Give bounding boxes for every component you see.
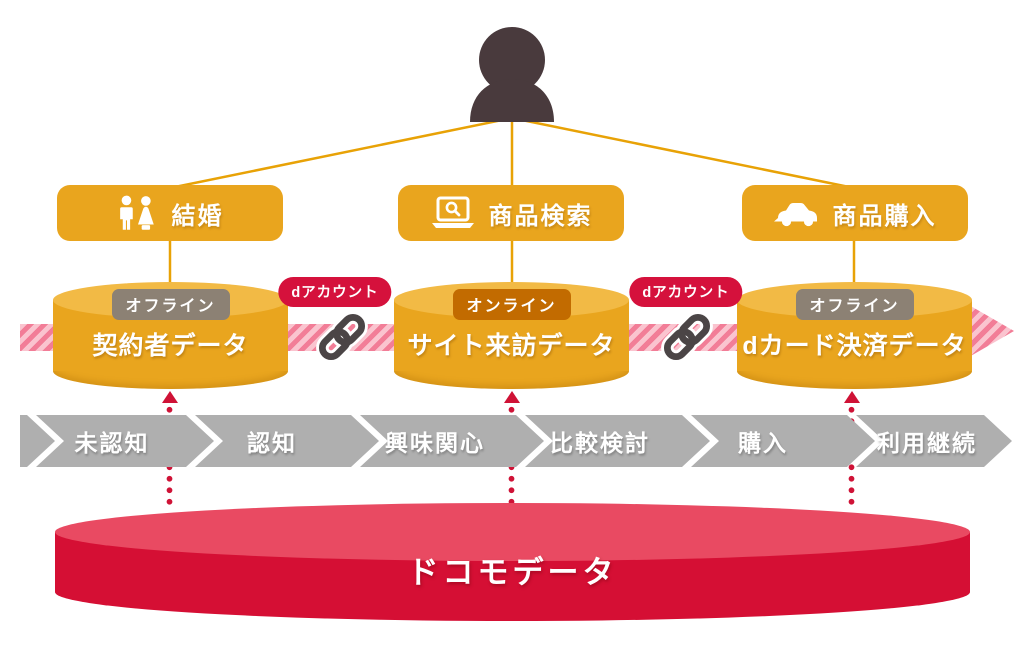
dotted-arrow-tip bbox=[162, 391, 178, 403]
laptop-search-icon bbox=[431, 196, 474, 228]
dotted-arrow-tip bbox=[504, 391, 520, 403]
touchpoint-label: 商品購入 bbox=[832, 202, 937, 230]
person-icon bbox=[470, 27, 554, 122]
cylinder-top bbox=[55, 503, 970, 561]
funnel-step-label: 比較検討 bbox=[550, 430, 650, 456]
datastore-label: サイト来訪データ bbox=[407, 332, 616, 360]
touchpoint-product-search: 商品検索 bbox=[398, 185, 624, 241]
status-badge: オフライン bbox=[111, 289, 230, 320]
dotted-arrow-tip bbox=[844, 391, 860, 403]
touchpoint-label: 商品検索 bbox=[488, 202, 593, 230]
datastore-contractor-data: オフライン 契約者データ bbox=[53, 282, 288, 389]
datastore-label: dカード決済データ bbox=[742, 332, 967, 360]
funnel-step-label: 興味関心 bbox=[385, 430, 485, 456]
chain-link-icon bbox=[661, 311, 713, 363]
funnel-steps: 未認知 認知 興味関心 比較検討 購入 利用継続 bbox=[0, 415, 1024, 467]
chevron-shapes bbox=[20, 415, 1012, 467]
touchpoint-product-purchase: 商品購入 bbox=[742, 185, 968, 241]
wedding-couple-icon bbox=[119, 195, 154, 230]
datastore-label: 契約者データ bbox=[92, 332, 249, 360]
daccount-badge: dアカウント bbox=[629, 277, 743, 307]
car-icon bbox=[773, 202, 817, 226]
datastore-dcard-payment-data: オフライン dカード決済データ bbox=[737, 282, 972, 389]
touchpoint-label: 結婚 bbox=[171, 202, 224, 230]
funnel-step-label: 認知 bbox=[247, 430, 297, 456]
touchpoint-marriage: 結婚 bbox=[57, 185, 283, 241]
funnel-step-label: 未認知 bbox=[74, 430, 150, 456]
chain-link-icon bbox=[316, 311, 368, 363]
status-badge: オフライン bbox=[795, 289, 914, 320]
docomo-data-label: ドコモデータ bbox=[407, 555, 618, 590]
datastore-site-visit-data: オンライン サイト来訪データ bbox=[394, 282, 629, 389]
funnel-step-label: 購入 bbox=[738, 430, 788, 456]
docomo-data-base: ドコモデータ bbox=[55, 503, 970, 621]
daccount-badge: dアカウント bbox=[278, 277, 392, 307]
status-badge: オンライン bbox=[452, 289, 571, 320]
funnel-step-label: 利用継続 bbox=[877, 430, 977, 456]
